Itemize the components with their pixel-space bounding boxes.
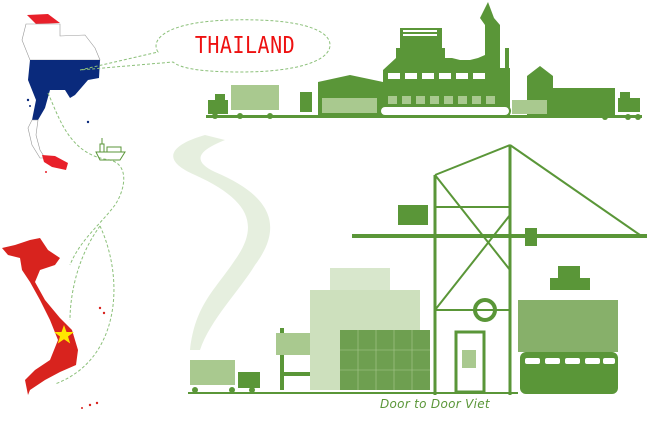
truck-icon	[602, 92, 641, 120]
callout-bubble	[79, 19, 331, 73]
port-scene	[188, 144, 647, 395]
route-line	[54, 225, 115, 385]
cargo-ship-icon	[518, 266, 618, 394]
crane-icon	[352, 144, 647, 395]
thailand-map	[21, 14, 101, 173]
road-path	[173, 135, 271, 350]
truck-icon	[190, 360, 260, 393]
ship-icon	[95, 138, 126, 161]
route-line	[47, 92, 125, 266]
factory-scene	[206, 2, 642, 120]
country-label: THAILAND	[194, 31, 296, 59]
truck-icon	[208, 85, 279, 119]
brand-tagline: Door to Door Viet	[380, 397, 490, 411]
vietnam-map	[2, 238, 106, 409]
star-icon	[54, 325, 74, 344]
route-line	[69, 225, 101, 321]
